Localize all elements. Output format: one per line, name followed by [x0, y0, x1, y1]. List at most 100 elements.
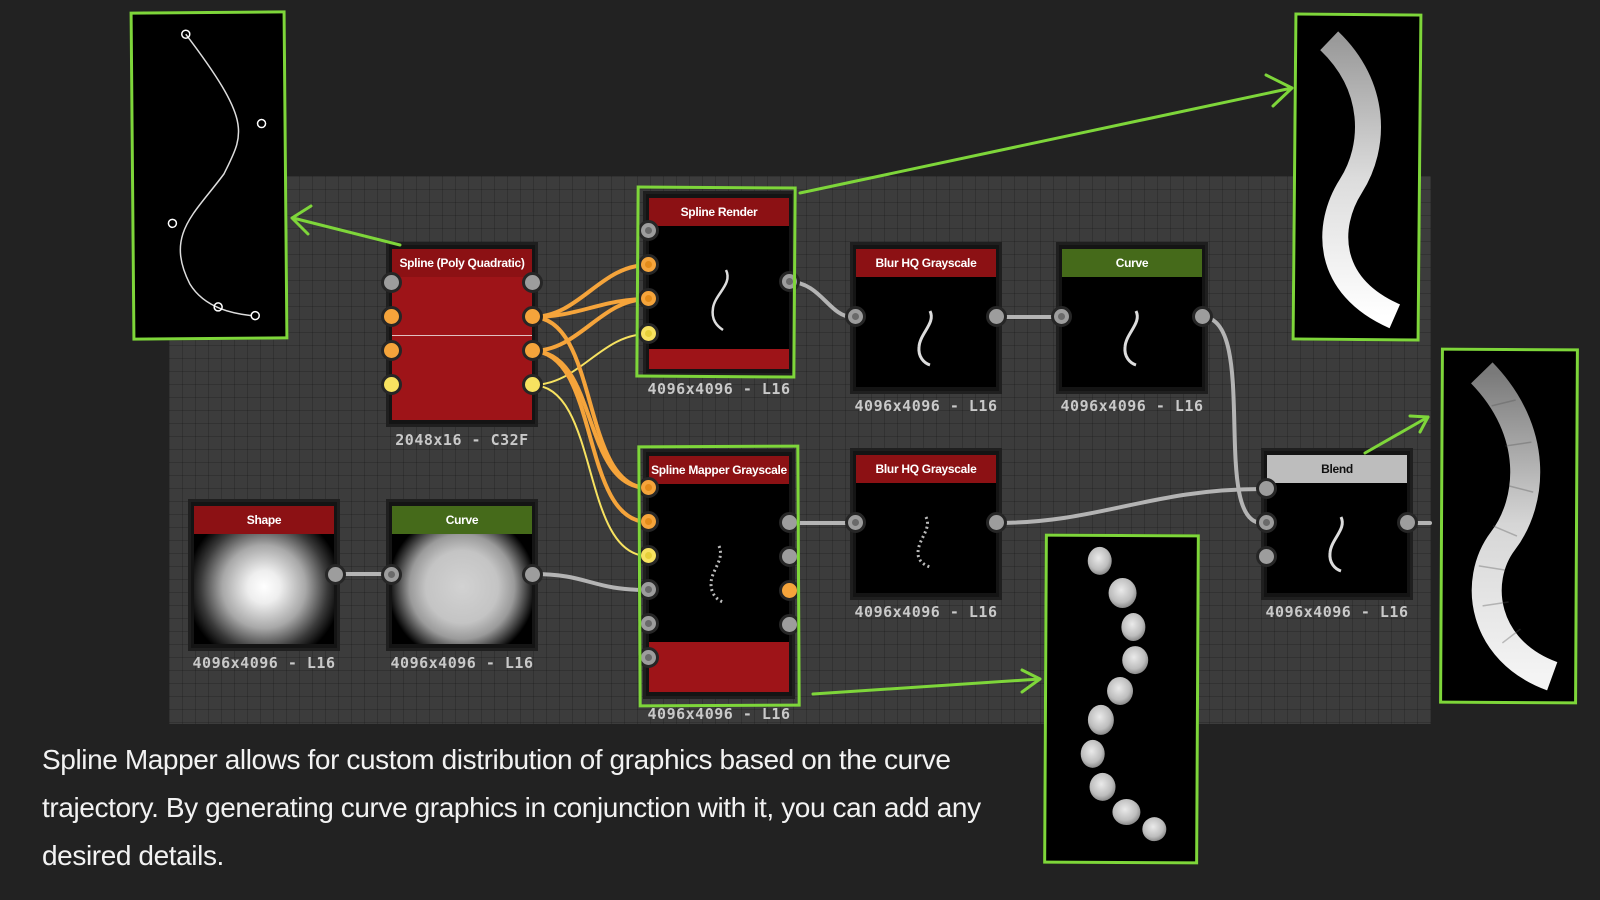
node-curve-top[interactable]: Curve: [1056, 242, 1208, 394]
output-port[interactable]: [779, 614, 800, 635]
node-resolution-label: 2048x16 - C32F: [395, 431, 529, 449]
node-thumbnail: [856, 277, 996, 387]
input-port[interactable]: [638, 254, 659, 275]
caption-text: Spline Mapper allows for custom distribu…: [42, 744, 981, 871]
node-resolution-label: 4096x4096 - L16: [647, 380, 791, 398]
node-blend[interactable]: Blend: [1261, 448, 1413, 600]
input-port[interactable]: [1256, 546, 1277, 567]
output-port[interactable]: [522, 272, 543, 293]
input-port[interactable]: [381, 374, 402, 395]
preview-spline-graphic: [167, 29, 267, 321]
output-port[interactable]: [779, 512, 800, 533]
wire-blur2-to-blend: [994, 487, 1264, 525]
output-port[interactable]: [779, 546, 800, 567]
input-port[interactable]: [845, 512, 866, 533]
preview-spline-mapper: [1043, 533, 1200, 865]
output-port[interactable]: [325, 564, 346, 585]
node-thumbnail: [392, 277, 532, 420]
arrowhead-mapper-preview: [1020, 668, 1042, 694]
preview-blend-result: [1439, 347, 1579, 705]
node-thumbnail: [1267, 483, 1407, 593]
input-port[interactable]: [638, 220, 659, 241]
node-thumbnail: [856, 483, 996, 593]
thumbnail-dotted-curve: [709, 545, 724, 604]
node-thumbnail: [649, 226, 789, 369]
output-port[interactable]: [986, 512, 1007, 533]
thumbnail-curve: [917, 310, 933, 367]
output-port[interactable]: [522, 374, 543, 395]
input-port[interactable]: [638, 323, 659, 344]
input-port[interactable]: [1051, 306, 1072, 327]
output-port[interactable]: [522, 564, 543, 585]
output-port[interactable]: [1192, 306, 1213, 327]
output-port[interactable]: [986, 306, 1007, 327]
node-title: Spline (Poly Quadratic): [392, 249, 532, 277]
input-port[interactable]: [638, 477, 659, 498]
input-port[interactable]: [845, 306, 866, 327]
thumbnail-curve: [1328, 516, 1344, 573]
node-resolution-label: 4096x4096 - L16: [192, 654, 336, 672]
node-thumbnail: [649, 484, 789, 692]
node-title: Spline Mapper Grayscale: [649, 456, 789, 484]
node-resolution-label: 4096x4096 - L16: [647, 705, 791, 723]
arrow-to-blend-preview: [1363, 415, 1430, 455]
node-shape[interactable]: Shape: [188, 499, 340, 651]
output-port[interactable]: [779, 271, 800, 292]
node-spline-mapper-grayscale[interactable]: Spline Mapper Grayscale: [643, 449, 795, 699]
node-resolution-label: 4096x4096 - L16: [390, 654, 534, 672]
node-resolution-label: 4096x4096 - L16: [1265, 603, 1409, 621]
arrowhead-blend-preview: [1408, 414, 1430, 434]
wire-poly-to-mapper-4: [531, 384, 649, 557]
output-port[interactable]: [779, 580, 800, 601]
input-port[interactable]: [1256, 512, 1277, 533]
thumbnail-footer: [649, 349, 789, 369]
preview-blend-graphic: [1470, 362, 1558, 691]
preview-mapper-graphic: [1080, 546, 1167, 842]
wire-poly-to-render-4: [531, 333, 649, 386]
input-port[interactable]: [381, 272, 402, 293]
input-port[interactable]: [381, 564, 402, 585]
arrow-to-render-preview: [798, 86, 1294, 195]
input-port[interactable]: [638, 613, 659, 634]
input-port[interactable]: [381, 306, 402, 327]
node-curve-bottom[interactable]: Curve: [386, 499, 538, 651]
wire-poly-to-mapper-3: [530, 349, 650, 524]
wire-curve-to-blend: [1200, 315, 1264, 525]
node-spline-render[interactable]: Spline Render: [643, 191, 795, 376]
node-title: Curve: [1062, 249, 1202, 277]
input-port[interactable]: [381, 340, 402, 361]
output-port[interactable]: [522, 306, 543, 327]
output-port[interactable]: [1397, 512, 1418, 533]
wire-poly-to-render-3: [530, 297, 650, 353]
node-resolution-label: 4096x4096 - L16: [1060, 397, 1204, 415]
node-thumbnail: [392, 534, 532, 644]
node-resolution-label: 4096x4096 - L16: [854, 603, 998, 621]
node-title: Blur HQ Grayscale: [856, 249, 996, 277]
input-port[interactable]: [1256, 478, 1277, 499]
node-blur-hq-grayscale-top[interactable]: Blur HQ Grayscale: [850, 242, 1002, 394]
preview-render-graphic: [1319, 31, 1401, 329]
thumbnail-curve: [1123, 310, 1139, 367]
thumbnail-curve: [711, 269, 729, 332]
node-title: Curve: [392, 506, 532, 534]
node-title: Spline Render: [649, 198, 789, 226]
thumbnail-footer: [649, 642, 789, 692]
node-resolution-label: 4096x4096 - L16: [854, 397, 998, 415]
input-port[interactable]: [638, 579, 659, 600]
preview-spline-render: [1291, 12, 1423, 342]
arrowhead-spline-preview: [290, 204, 313, 236]
input-port[interactable]: [638, 647, 659, 668]
output-port[interactable]: [522, 340, 543, 361]
input-port[interactable]: [638, 545, 659, 566]
node-graph-canvas[interactable]: [169, 176, 1431, 724]
input-port[interactable]: [638, 511, 659, 532]
input-port[interactable]: [638, 288, 659, 309]
node-title: Blend: [1267, 455, 1407, 483]
node-thumbnail: [1062, 277, 1202, 387]
node-spline-poly-quadratic[interactable]: Spline (Poly Quadratic): [386, 242, 538, 427]
preview-spline-points: [129, 10, 289, 341]
node-thumbnail: [194, 534, 334, 644]
wire-curve-to-mapper: [530, 572, 650, 592]
